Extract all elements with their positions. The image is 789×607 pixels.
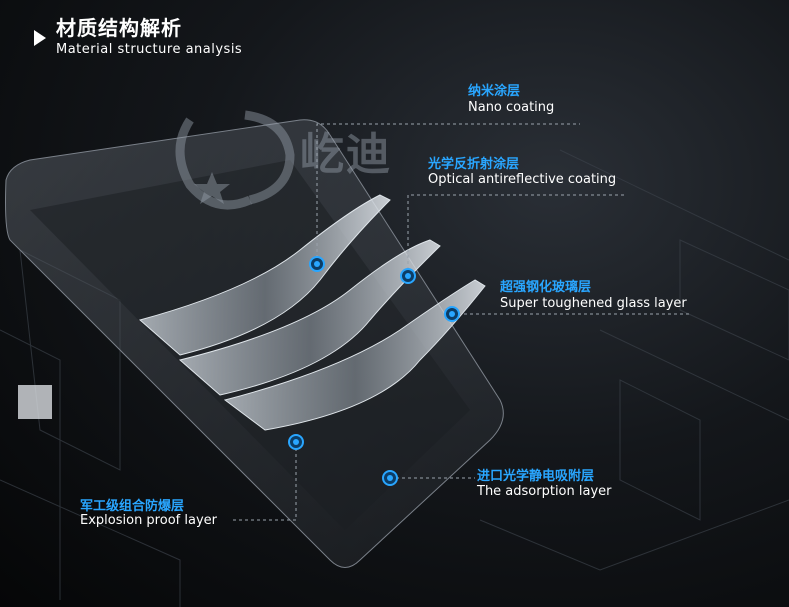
play-arrow-icon	[34, 30, 46, 46]
page-subtitle: Material structure analysis	[56, 42, 243, 57]
layer-markers	[288, 256, 460, 486]
layer-label-explosion-en: Explosion proof layer	[80, 513, 217, 528]
layer-label-toughened-en: Super toughened glass layer	[500, 296, 687, 311]
layer-label-nano-en: Nano coating	[468, 100, 555, 115]
layer-label-antireflective-zh: 光学反折射涂层	[428, 157, 520, 172]
logo-emblem	[175, 110, 295, 210]
layer-label-toughened-zh: 超强钢化玻璃层	[500, 280, 592, 295]
logo-wordmark: 屹迪	[300, 129, 392, 180]
nano-coating-sheet	[138, 194, 391, 356]
layer-label-adsorption-en: The adsorption layer	[477, 484, 612, 499]
layer-label-antireflective-en: Optical antireflective coating	[428, 172, 617, 187]
page-title: 材质结构解析	[56, 16, 182, 40]
toughened-glass-sheet	[223, 279, 486, 431]
layer-label-adsorption-zh: 进口光学静电吸附层	[477, 469, 595, 484]
layer-label-nano-zh: 纳米涂层	[468, 84, 521, 99]
layer-label-explosion-zh: 军工级组合防爆层	[80, 499, 185, 514]
antireflective-sheet	[178, 239, 441, 396]
corner-cube	[18, 385, 52, 419]
leader-lines	[230, 123, 690, 521]
